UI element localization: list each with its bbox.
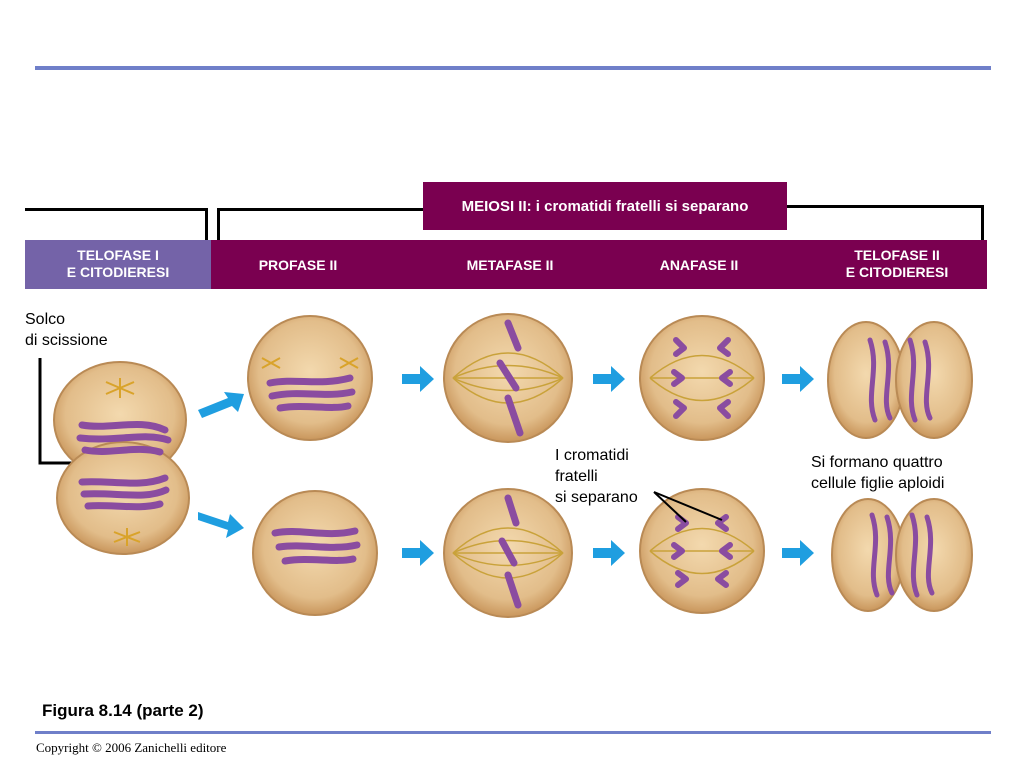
figure-caption: Figura 8.14 (parte 2): [42, 701, 204, 720]
bracket-meiosi-ii-right: [787, 205, 984, 241]
copyright-notice: Copyright © 2006 Zanichelli editore: [36, 740, 227, 755]
cromatidi-pointer-line-1: [653, 491, 687, 523]
chromosome-icon: [867, 337, 933, 423]
solco-label-line1: Solco: [25, 311, 66, 328]
bracket-meiosi-i: [25, 208, 208, 241]
phase-bar-meiosi-ii: PROFASE II METAFASE II ANAFASE II TELOFA…: [211, 240, 987, 289]
cromatidi-label-line1: I cromatidi: [555, 447, 629, 464]
cromatidi-label-line3: si separano: [555, 489, 638, 506]
profase-ii-label: PROFASE II: [258, 257, 338, 273]
spindle-icon: [649, 354, 755, 402]
anafase-ii-label: ANAFASE II: [659, 257, 739, 273]
chromosome-icon: [496, 319, 524, 437]
top-divider-line: [35, 66, 991, 70]
bottom-divider-line: [35, 731, 991, 734]
telofase-i-cell: [53, 361, 190, 555]
phase-bar-telofase-i: TELOFASE I E CITODIERESI: [25, 240, 211, 289]
telofase-i-label-line2: E CITODIERESI: [66, 264, 170, 280]
solco-label-line2: di scissione: [25, 332, 108, 349]
cromatidi-label-line2: fratelli: [555, 468, 598, 485]
chromosome-icon: [498, 494, 522, 609]
solco-pointer-line: [38, 358, 78, 465]
telofase-ii-label-line1: TELOFASE II: [854, 247, 940, 263]
chromosome-icon: [869, 512, 935, 598]
anafase-ii-cell-bottom: [639, 488, 765, 614]
quattro-label-line2: cellule figlie aploidi: [811, 475, 945, 492]
telofase-ii-label-line2: E CITODIERESI: [845, 264, 949, 280]
metafase-ii-label: METAFASE II: [466, 257, 554, 273]
spindle-icon: [261, 357, 359, 369]
chromosome-icon: [271, 527, 361, 565]
arrow-icon: [198, 366, 814, 566]
chromosome-icon: [266, 374, 356, 412]
centrosome-icon: [105, 378, 141, 546]
meiosi-ii-title: MEIOSI II: i cromatidi fratelli si separ…: [423, 182, 787, 230]
chromosome-icon: [671, 514, 733, 588]
anafase-ii-cell-top: [639, 315, 765, 441]
telofase-ii-cell-bottom: [831, 498, 973, 612]
cromatidi-pointer-line-2: [653, 491, 723, 521]
profase-ii-cell-top: [247, 315, 373, 441]
metafase-ii-cell-top: [443, 313, 573, 443]
chromosome-icon: [76, 420, 172, 511]
quattro-label-line1: Si formano quattro: [811, 454, 943, 471]
telofase-ii-cell-top: [827, 321, 973, 439]
spindle-icon: [649, 527, 755, 575]
metafase-ii-cell-bottom: [443, 488, 573, 618]
chromosome-icon: [671, 337, 733, 419]
telofase-i-label-line1: TELOFASE I: [77, 247, 159, 263]
profase-ii-cell-bottom: [252, 490, 378, 616]
bracket-meiosi-ii-left: [217, 208, 426, 241]
